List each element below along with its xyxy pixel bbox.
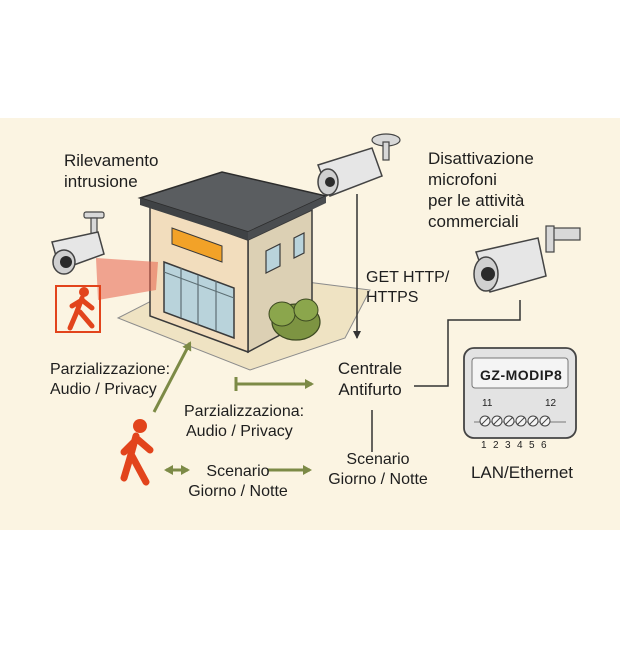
terminal-number: 3 bbox=[505, 440, 511, 451]
label-get-http: GET HTTP/ HTTPS bbox=[366, 269, 450, 306]
bush bbox=[268, 298, 321, 341]
label-partial-left: Parzializzazione: Audio / Privacy bbox=[50, 361, 171, 398]
camera-right bbox=[473, 225, 581, 293]
module-channel-right: 12 bbox=[545, 398, 557, 409]
connection-lines bbox=[353, 194, 521, 452]
store-building bbox=[137, 171, 329, 354]
label-lan: LAN/Ethernet bbox=[470, 463, 574, 482]
store-sign bbox=[171, 227, 223, 263]
terminal-number: 2 bbox=[493, 440, 499, 451]
walking-person bbox=[120, 419, 154, 486]
detected-intruder bbox=[55, 285, 101, 333]
label-partial-center: Parzializzaziona: Audio / Privacy bbox=[184, 403, 305, 440]
module-terminal-numbers: 1 2 3 4 5 6 bbox=[480, 440, 560, 454]
label-intrusion-detection: Rilevamento intrusione bbox=[64, 151, 159, 191]
module-name: GZ-MODIP8 bbox=[480, 367, 563, 383]
camera-top bbox=[317, 133, 401, 197]
label-alarm-central: Centrale Antifurto bbox=[337, 359, 403, 399]
green-arrows bbox=[152, 341, 314, 475]
detection-beam bbox=[96, 258, 158, 300]
label-scenario-left: Scenario Giorno / Notte bbox=[188, 463, 288, 500]
module-box bbox=[463, 347, 577, 439]
terminal-number: 5 bbox=[529, 440, 535, 451]
label-mic-disable: Disattivazione microfoni per le attività… bbox=[428, 149, 534, 231]
camera-left bbox=[51, 211, 105, 275]
terminal-number: 1 bbox=[481, 440, 487, 451]
side-window bbox=[265, 243, 281, 274]
terminal-number: 4 bbox=[517, 440, 523, 451]
terminal-number: 6 bbox=[541, 440, 547, 451]
module-channel-left: 11 bbox=[482, 398, 493, 409]
label-scenario-right: Scenario Giorno / Notte bbox=[328, 451, 428, 488]
